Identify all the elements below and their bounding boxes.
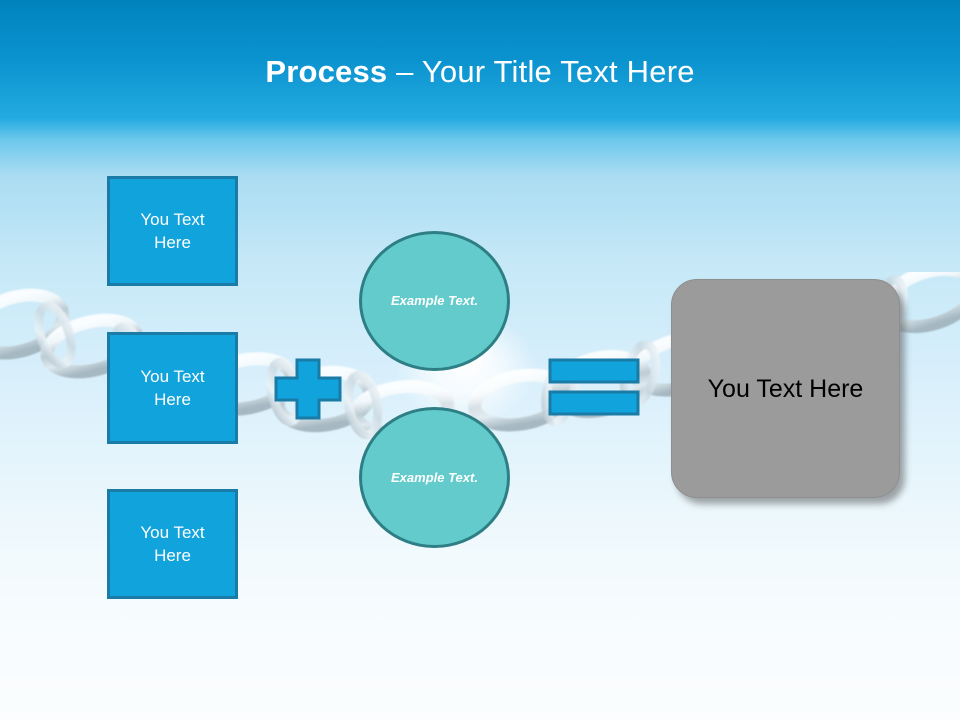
equals-icon <box>548 358 640 416</box>
example-circle-1[interactable]: Example Text. <box>359 231 510 371</box>
input-box-1[interactable]: You Text Here <box>107 176 238 286</box>
result-box[interactable]: You Text Here <box>671 279 900 498</box>
slide-title-bold: Process <box>265 54 388 89</box>
input-box-3[interactable]: You Text Here <box>107 489 238 599</box>
slide-title-regular: – Your Title Text Here <box>387 54 695 89</box>
example-circle-2[interactable]: Example Text. <box>359 407 510 548</box>
input-box-2-label: You Text Here <box>140 367 205 409</box>
input-box-3-label: You Text Here <box>140 523 205 565</box>
slide-title: Process – Your Title Text Here <box>0 52 960 92</box>
plus-icon <box>274 358 342 420</box>
example-circle-1-label: Example Text. <box>391 293 478 308</box>
input-box-2[interactable]: You Text Here <box>107 332 238 444</box>
input-box-1-label: You Text Here <box>140 210 205 252</box>
example-circle-2-label: Example Text. <box>391 469 478 485</box>
result-box-label: You Text Here <box>707 374 864 403</box>
